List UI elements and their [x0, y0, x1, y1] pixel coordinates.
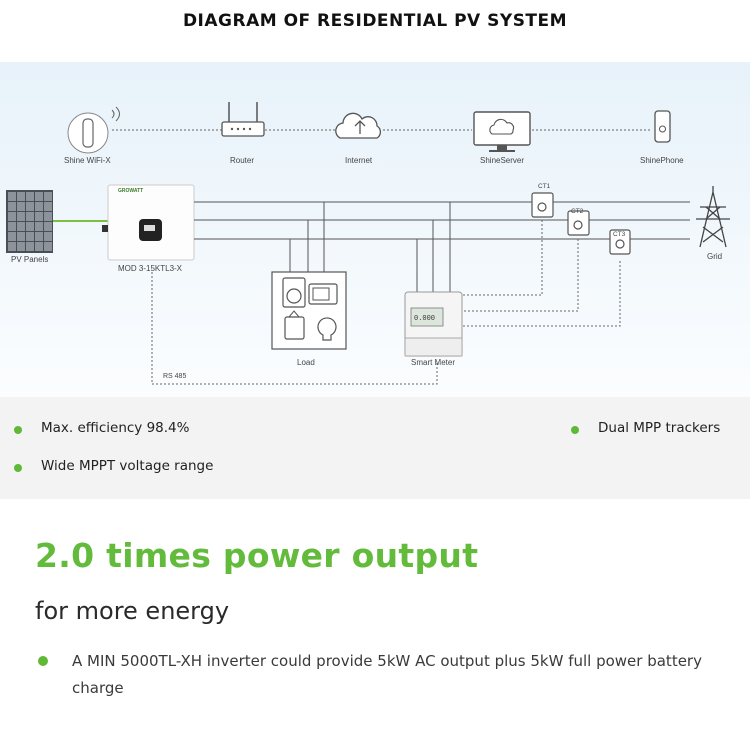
- solar-cell: [8, 242, 16, 251]
- label-ct1: CT1: [538, 183, 551, 190]
- solar-cell: [17, 202, 25, 211]
- shine-phone-icon: [654, 110, 671, 143]
- ac-bus-lines: [194, 201, 690, 292]
- solar-cell: [26, 242, 34, 251]
- inverter-icon: [102, 184, 195, 261]
- shine-server-icon: [473, 111, 531, 152]
- description: A MIN 5000TL-XH inverter could provide 5…: [72, 652, 702, 697]
- label-grid: Grid: [707, 252, 723, 261]
- shine-wifi-icon: [67, 106, 120, 154]
- solar-cell: [8, 232, 16, 241]
- solar-cell: [8, 222, 16, 231]
- label-inverter-model: MOD 3-15KTL3-X: [118, 264, 183, 273]
- solar-cell: [44, 222, 52, 231]
- label-load: Load: [297, 358, 315, 367]
- internet-cloud-icon: [335, 112, 381, 139]
- label-internet: Internet: [345, 156, 373, 165]
- solar-cell: [35, 192, 43, 201]
- solar-cell: [44, 212, 52, 221]
- solar-cell: [17, 212, 25, 221]
- label-ct2: CT2: [571, 208, 584, 215]
- label-ct3: CT3: [613, 231, 626, 238]
- bullet-dot: [14, 464, 22, 472]
- feature-list: Max. efficiency 98.4% Wide MPPT voltage …: [0, 397, 750, 499]
- solar-cell: [17, 232, 25, 241]
- solar-cell: [35, 232, 43, 241]
- meter-screen-text: 0.000: [414, 315, 435, 323]
- pv-system-diagram: 0.000 Shine WiFi-X Router Internet Shine…: [0, 62, 750, 397]
- load-box-icon: [271, 271, 347, 350]
- ct-wiring: [151, 220, 621, 385]
- solar-cell: [17, 242, 25, 251]
- label-router: Router: [230, 156, 255, 165]
- solar-cell: [26, 222, 34, 231]
- solar-cell: [44, 192, 52, 201]
- solar-cell: [35, 222, 43, 231]
- label-smart-meter: Smart Meter: [411, 358, 456, 367]
- feature-efficiency: Max. efficiency 98.4%: [41, 420, 190, 436]
- pv-panel-icon: [6, 190, 53, 253]
- solar-cell: [35, 242, 43, 251]
- solar-cell: [26, 212, 34, 221]
- solar-cell: [26, 192, 34, 201]
- solar-cell: [35, 202, 43, 211]
- solar-cell: [17, 192, 25, 201]
- solar-cell: [44, 232, 52, 241]
- solar-cell: [8, 202, 16, 211]
- bullet-dot: [571, 426, 579, 434]
- label-shine-phone: ShinePhone: [640, 156, 684, 165]
- diagram-canvas: 0.000: [6, 102, 730, 385]
- solar-cell: [26, 202, 34, 211]
- subheadline: for more energy: [35, 597, 230, 625]
- solar-cell: [44, 242, 52, 251]
- router-icon: [221, 102, 265, 137]
- solar-cell: [17, 222, 25, 231]
- page-title: DIAGRAM OF RESIDENTIAL PV SYSTEM: [182, 11, 568, 31]
- feature-mppt-range: Wide MPPT voltage range: [41, 458, 214, 474]
- headline: 2.0 times power output: [35, 536, 479, 575]
- bullet-dot: [14, 426, 22, 434]
- inverter-brand-logo: GROWATT: [118, 188, 144, 194]
- solar-cell: [44, 202, 52, 211]
- solar-cell: [35, 212, 43, 221]
- ct-clamps: [531, 192, 631, 255]
- solar-cell: [8, 212, 16, 221]
- label-rs485: RS 485: [163, 373, 187, 380]
- grid-tower-icon: [696, 186, 730, 248]
- solar-cell: [26, 232, 34, 241]
- label-shine-wifi: Shine WiFi-X: [64, 156, 111, 165]
- bullet-dot: [38, 656, 48, 666]
- solar-cell: [8, 192, 16, 201]
- smart-meter-icon: [404, 291, 463, 357]
- label-shine-server: ShineServer: [480, 156, 525, 165]
- label-pv-panels: PV Panels: [11, 255, 49, 264]
- feature-dual-mppt: Dual MPP trackers: [598, 420, 721, 436]
